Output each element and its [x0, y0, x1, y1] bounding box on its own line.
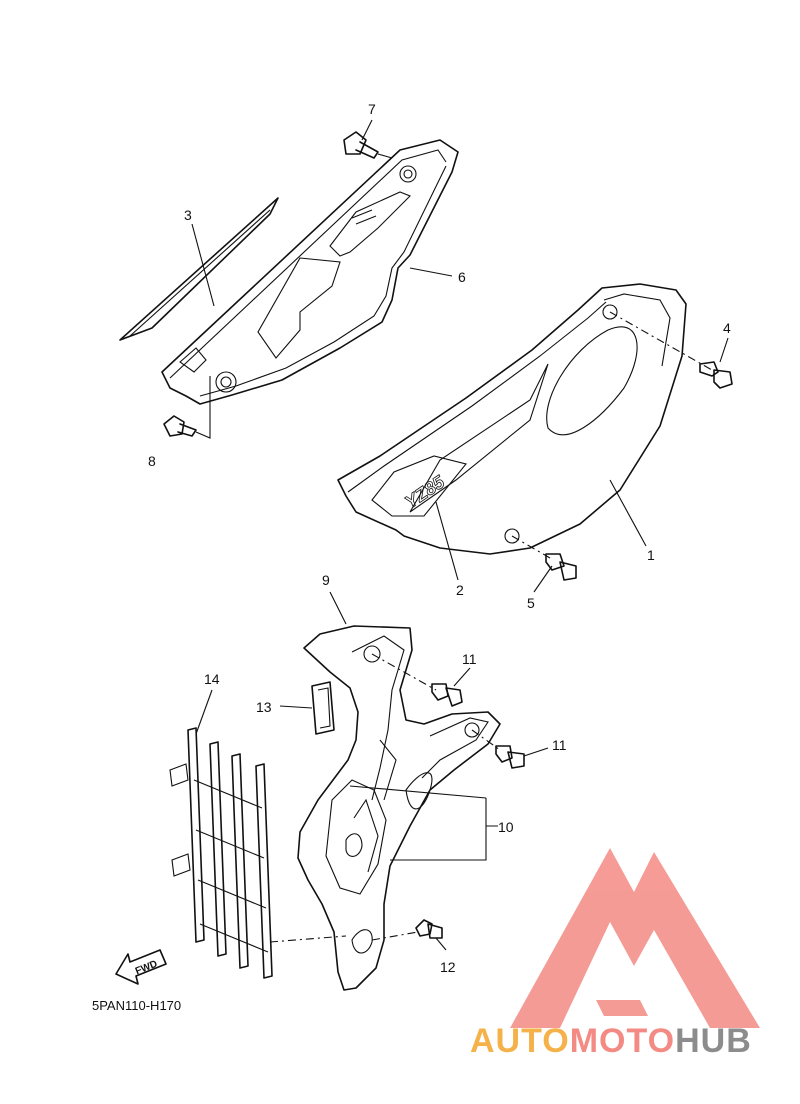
callout-13: 13	[256, 699, 272, 715]
part-7-bolt	[343, 131, 393, 159]
callout-6: 6	[458, 269, 466, 285]
decal-yz85: YZ85	[401, 471, 449, 512]
part-5-bolt	[511, 535, 577, 581]
fwd-arrow-icon	[115, 949, 167, 985]
callout-2: 2	[456, 582, 464, 598]
callout-14: 14	[204, 671, 220, 687]
part-14-louver	[169, 727, 347, 979]
watermark-auto: AUTO	[470, 1022, 570, 1060]
callout-11-upper: 11	[462, 651, 477, 667]
part-12-bolt	[371, 919, 443, 941]
part-11-bolt-lower	[471, 729, 525, 769]
part-9-shroud	[297, 625, 501, 991]
diagram-code: 5PAN110-H170	[92, 998, 181, 1013]
watermark-moto: MOTO	[570, 1022, 675, 1060]
callout-10: 10	[498, 819, 514, 835]
callout-11-lower: 11	[552, 737, 567, 753]
callout-4: 4	[723, 320, 731, 336]
part-13-pad	[311, 681, 335, 735]
part-11-bolt-upper	[371, 653, 463, 707]
watermark-logo-icon	[510, 848, 760, 1028]
leader-lines	[191, 119, 729, 951]
part-3-decal	[119, 197, 279, 341]
callout-12: 12	[440, 959, 456, 975]
fwd-label: FWD	[134, 959, 159, 978]
part-1-side-panel	[337, 283, 687, 555]
part-6-side-cover	[161, 139, 459, 405]
callout-numbers: 1 2 3 4 5 6 7 8 9 10 11 11 12 13 14	[148, 101, 731, 975]
part-8-bolt	[163, 376, 211, 439]
part-4-bolt	[609, 311, 733, 389]
callout-9: 9	[322, 572, 330, 588]
callout-1: 1	[647, 547, 655, 563]
callout-7: 7	[368, 101, 376, 117]
watermark-text: AUTOMOTOHUB	[470, 1022, 752, 1060]
watermark-hub: HUB	[675, 1022, 752, 1060]
callout-5: 5	[527, 595, 535, 611]
callout-8: 8	[148, 453, 156, 469]
callout-3: 3	[184, 207, 192, 223]
